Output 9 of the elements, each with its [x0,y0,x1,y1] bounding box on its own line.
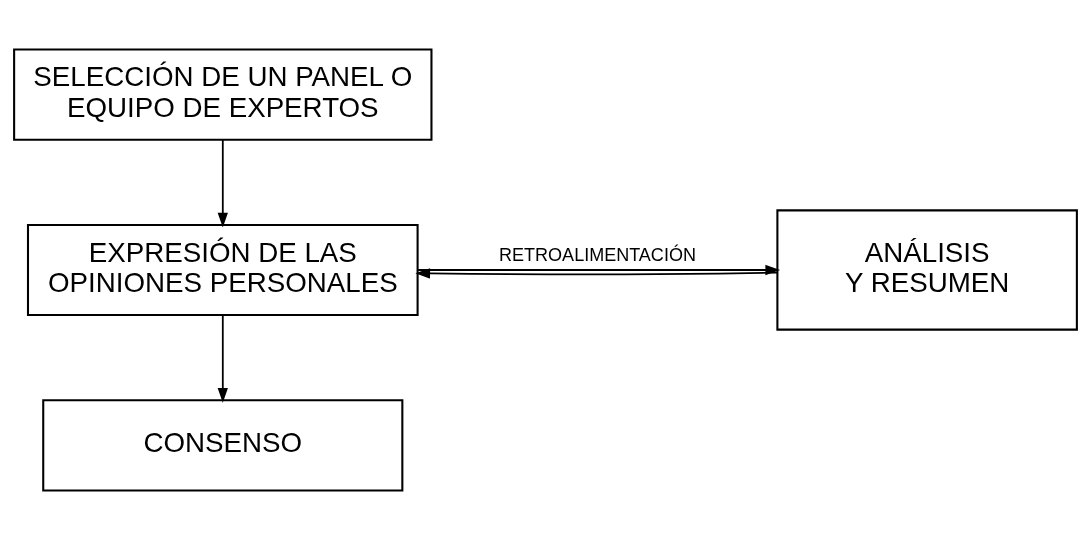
edge-label: RETROALIMENTACIÓN [499,244,696,265]
node-box: EXPRESIÓN DE LAS OPINIONES PERSONALES [26,223,419,316]
arrow [217,314,228,403]
node-box: SELECCIÓN DE UN PANEL O EQUIPO DE EXPERTOS [13,48,433,141]
arrow [217,138,228,227]
arrow [415,267,779,279]
arrow [417,264,781,275]
node-box: CONSENSO [42,398,404,491]
node-box: ANÁLISIS Y RESUMEN [776,208,1078,331]
